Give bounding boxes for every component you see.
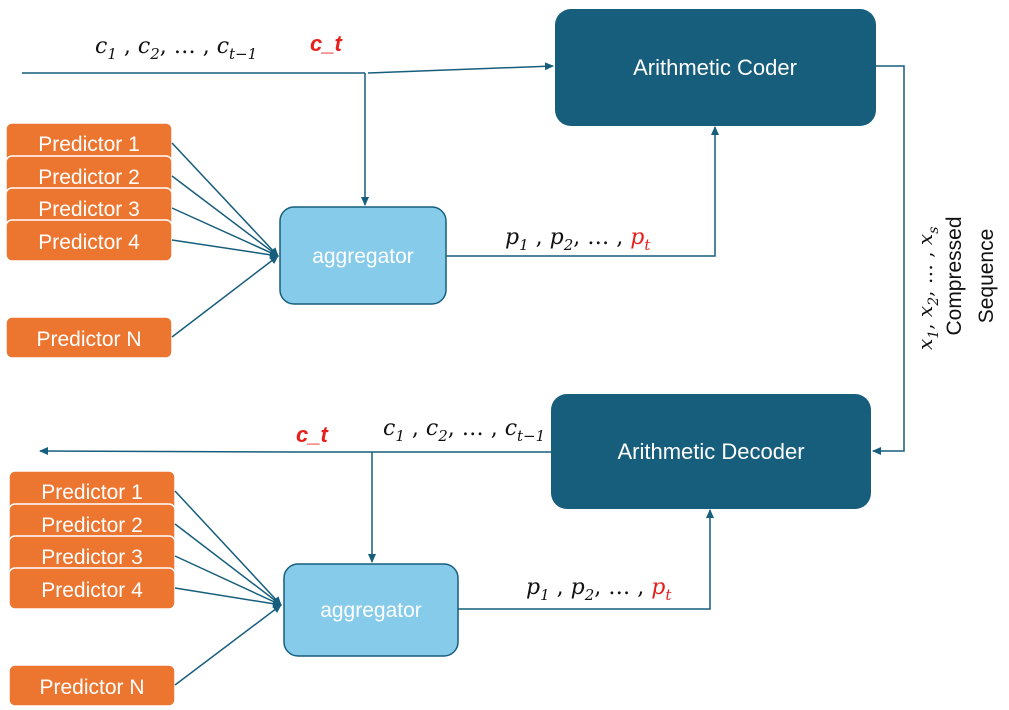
encoder-predictor-n-arrow — [171, 255, 279, 338]
decoder-predictor-3-arrow — [174, 555, 282, 606]
decoder-predictor-2-label: Predictor 2 — [41, 514, 143, 537]
encoder-predictor-n-label: Predictor N — [36, 328, 141, 351]
decoder-aggregator-label: aggregator — [320, 599, 422, 622]
encoder-predictor-3-arrow — [171, 207, 279, 257]
encoder-predictor-4-label: Predictor 4 — [38, 231, 140, 254]
encoder-probabilities-text: p1 , p2, … , pt — [505, 225, 651, 254]
decoder-predictor-n-box — [8, 664, 176, 707]
encoder-input-sequence: c1 , c2, … , ct−1 — [95, 34, 257, 63]
encoder-input-to-coder-arrow — [367, 62, 554, 74]
arithmetic-decoder-box — [551, 394, 871, 509]
compressed-sequence-caption-2: Sequence — [975, 229, 998, 324]
decoder-predictor-4-label: Predictor 4 — [41, 579, 143, 602]
encoder-predictor-2-arrow — [171, 175, 279, 257]
encoder-predictor-stack: Predictor 1 Predictor 2 Predictor 3 Pred… — [5, 122, 173, 359]
decoder-predictor-stack: Predictor 1 Predictor 2 Predictor 3 Pred… — [8, 470, 176, 707]
encoder-predictor-2-label: Predictor 2 — [38, 166, 140, 189]
encoder-predictor-1-label: Predictor 1 — [38, 133, 140, 156]
decoder-predictor-1-label: Predictor 1 — [41, 481, 143, 504]
decoder-aggregator-box — [283, 563, 459, 657]
decoder-predictor-3-label: Predictor 3 — [41, 546, 143, 569]
arithmetic-decoder-label: Arithmetic Decoder — [617, 439, 804, 464]
encoder-predictor-n-box — [5, 316, 173, 359]
compressed-sequence-caption: Compressed — [943, 216, 966, 335]
decoder-predictor-n-label: Predictor N — [39, 676, 144, 699]
decoder-predictor-1-arrow — [174, 490, 282, 606]
encoder-predictor-4-arrow — [171, 239, 279, 259]
decoder-predictor-4-arrow — [174, 587, 282, 608]
encoder-current-symbol: c_t — [310, 31, 343, 56]
arithmetic-coder-label: Arithmetic Coder — [633, 55, 797, 80]
decoder-probabilities-arrow — [458, 509, 714, 610]
encoder-aggregator-label: aggregator — [312, 245, 414, 268]
decoder-predictor-n-arrow — [174, 604, 282, 686]
decoder-output-arrow — [39, 447, 299, 456]
compressed-label-line2: Sequence — [975, 229, 998, 324]
decoder-probabilities-text: p1 , p2, … , pt — [526, 575, 672, 604]
encoder-probabilities-arrow — [446, 126, 719, 257]
arithmetic-coder-box — [555, 9, 876, 126]
encoder-predictor-1-arrow — [171, 142, 279, 257]
compressed-sequence-symbols: x1, x2, … , xs — [913, 227, 942, 350]
compressed-sequence-arrow — [872, 65, 905, 455]
decoder-output-sequence: c1 , c2, … , ct−1 — [383, 416, 545, 445]
decoder-predictor-2-arrow — [174, 523, 282, 606]
encoder-predictor-3-label: Predictor 3 — [38, 198, 140, 221]
compressed-sequence-label: x1, x2, … , xs — [913, 227, 942, 350]
compressed-label-line1: Compressed — [943, 216, 966, 335]
decoder-current-symbol: c_t — [296, 422, 329, 447]
